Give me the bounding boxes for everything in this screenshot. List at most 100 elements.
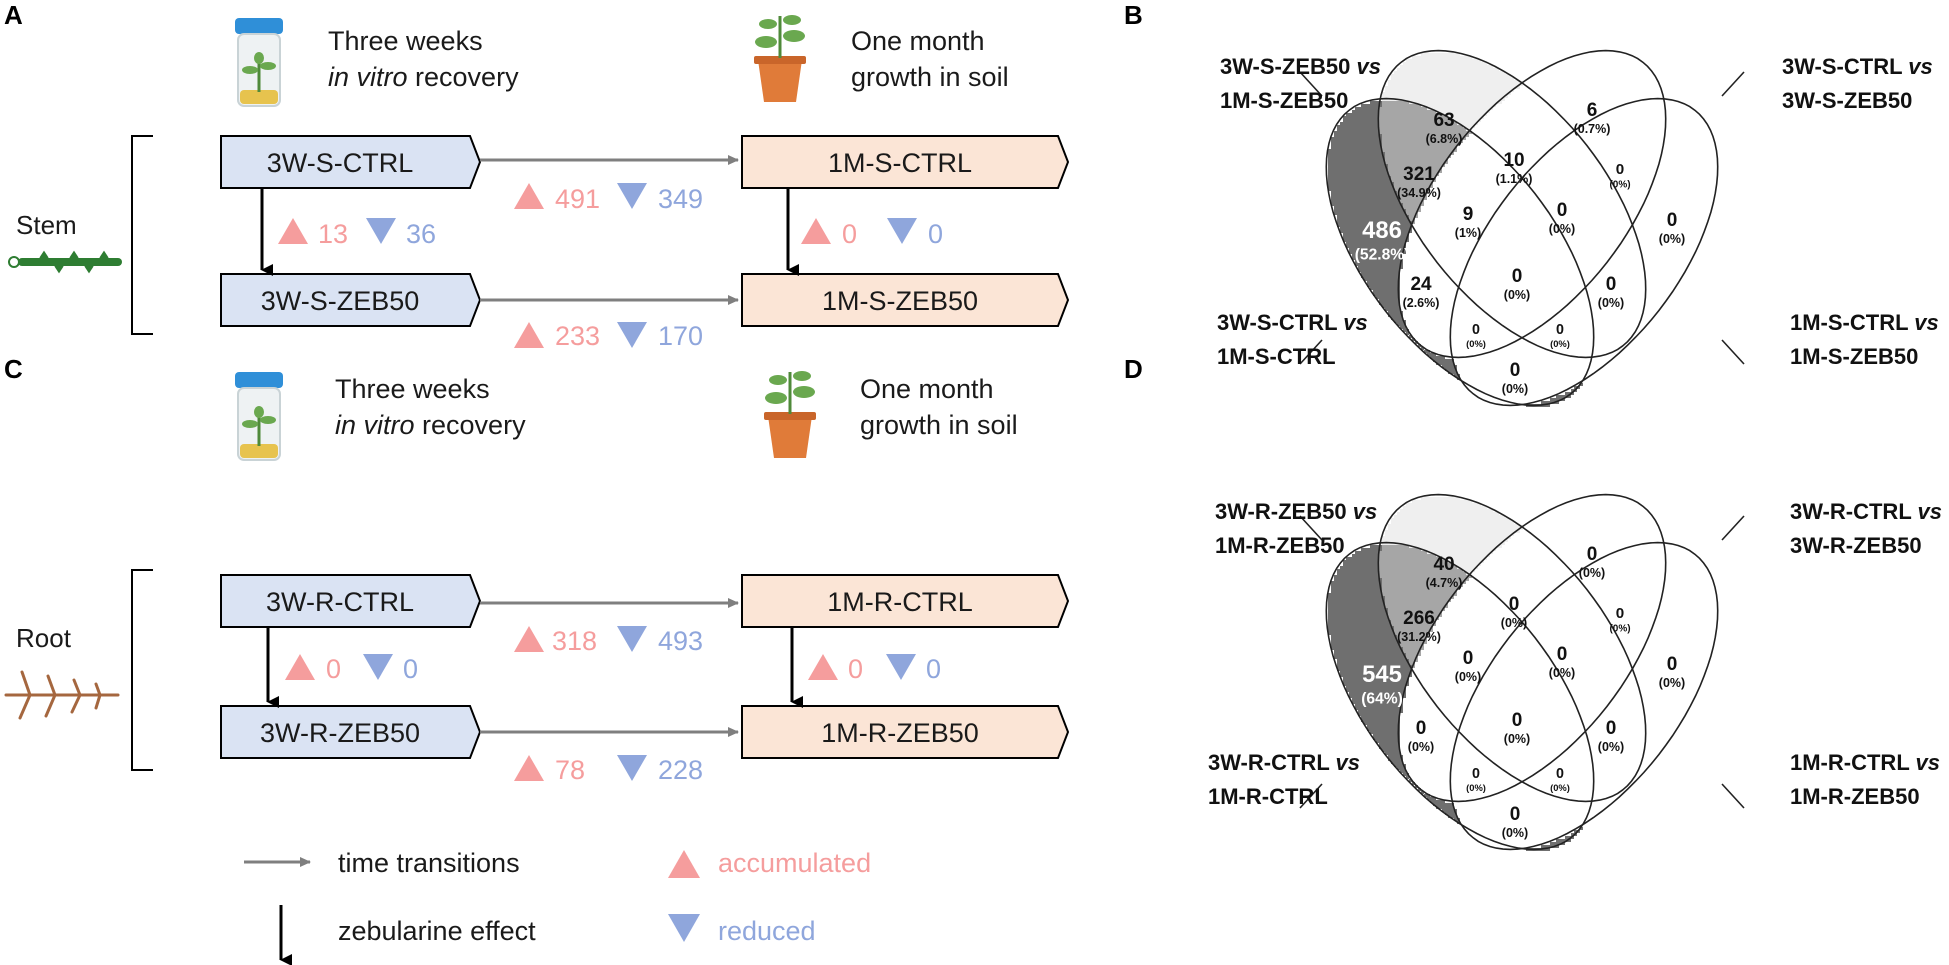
venn-percent-b: (4.7%) <box>1426 576 1463 590</box>
header-left-italic: in vitro <box>335 410 415 440</box>
venn-count-d: 0 <box>1667 654 1678 675</box>
up-triangle-icon <box>514 322 544 348</box>
venn-count-abc: 0 <box>1463 648 1474 669</box>
legend-zeb-label: zebularine effect <box>338 916 536 946</box>
down-triangle-icon <box>617 755 647 781</box>
box-top-right <box>741 574 1070 628</box>
legend: time transitions zebularine effect accum… <box>244 848 871 965</box>
venn-tick <box>1299 71 1323 97</box>
venn-percent-abcd: (0%) <box>1504 732 1530 746</box>
venn-percent-cd: (0%) <box>1609 180 1630 191</box>
set-label-tr: 3W-S-CTRL vs <box>1782 54 1933 79</box>
venn-percent-ab: (34.9%) <box>1397 186 1441 200</box>
venn-count-ab: 321 <box>1403 164 1435 185</box>
venn-percent-c: (0.7%) <box>1574 122 1611 136</box>
box-bottom-left-label: 3W-S-ZEB50 <box>261 286 420 316</box>
header-left-rest: recovery <box>415 410 527 440</box>
venn-count-a: 545 <box>1362 661 1402 688</box>
panel-letter-d: D <box>1124 354 1143 384</box>
venn-count-abcd: 0 <box>1512 266 1523 287</box>
header-left-line1: Three weeks <box>328 26 483 56</box>
venn-tick <box>1299 339 1323 365</box>
header-right-line2: growth in soil <box>860 410 1018 440</box>
venn-percent-ad: (2.6%) <box>1403 296 1440 310</box>
potted-plant-icon <box>764 371 816 458</box>
flow-diagram-root: Three weeks in vitro recovery One month … <box>4 371 1070 785</box>
count-bottom-up: 78 <box>555 755 585 785</box>
venn-count-acd: 0 <box>1556 322 1564 338</box>
venn-percent-bd: (0%) <box>1598 740 1624 754</box>
down-triangle-icon <box>366 218 396 244</box>
tissue-label: Root <box>16 623 72 653</box>
venn-percent-abcd: (0%) <box>1504 288 1530 302</box>
venn-percent-bcd: (0%) <box>1549 222 1575 236</box>
venn-ellipse-d <box>1449 97 1719 407</box>
venn-ellipse-outlines <box>1325 493 1719 851</box>
box-bottom-left <box>220 705 482 759</box>
venn-percent-a: (64%) <box>1361 690 1403 707</box>
up-triangle-icon <box>285 654 315 680</box>
header-left-italic: in vitro <box>328 62 408 92</box>
venn-count-ad: 24 <box>1410 274 1432 295</box>
count-top-up: 318 <box>552 626 597 656</box>
venn-percent-ad: (0%) <box>1408 740 1434 754</box>
legend-up-triangle-icon <box>668 850 700 878</box>
venn-count-b: 40 <box>1433 554 1454 575</box>
bracket <box>131 135 153 335</box>
header-left-line1: Three weeks <box>335 374 490 404</box>
venn-tick <box>1721 71 1745 97</box>
count-right-down: 0 <box>926 654 941 684</box>
venn-count-bc: 10 <box>1503 150 1524 171</box>
venn-region-a-exclusive <box>1328 545 1583 851</box>
set-label-br: 1M-S-CTRL vs <box>1790 310 1939 335</box>
down-triangle-icon <box>887 218 917 244</box>
set-label-bl: 3W-R-CTRL vs <box>1208 750 1360 775</box>
set-label-br-2: 1M-R-ZEB50 <box>1790 784 1920 809</box>
legend-down-triangle-icon <box>668 914 700 942</box>
venn-ellipse-a <box>1325 541 1595 851</box>
set-label-bl-2: 1M-R-CTRL <box>1208 784 1328 809</box>
venn-ellipse-c <box>1397 493 1667 803</box>
box-bottom-left-label: 3W-R-ZEB50 <box>260 718 420 748</box>
venn-count-c: 0 <box>1587 544 1598 565</box>
venn-percent-abd: (0%) <box>1466 782 1486 793</box>
set-label-tr-2: 3W-S-ZEB50 <box>1782 88 1912 113</box>
venn-percent-acd: (0%) <box>1550 782 1570 793</box>
count-left-up: 0 <box>326 654 341 684</box>
set-label-br: 1M-R-CTRL vs <box>1790 750 1940 775</box>
box-bottom-right-label: 1M-R-ZEB50 <box>821 718 979 748</box>
down-triangle-icon <box>363 654 393 680</box>
header-left-rest: recovery <box>408 62 520 92</box>
venn-percent-cd: (0%) <box>1609 624 1630 635</box>
venn-percent-bcd: (0%) <box>1549 666 1575 680</box>
venn-count-acd: 0 <box>1556 766 1564 782</box>
down-triangle-icon <box>617 322 647 348</box>
venn-diagram-stem: 486(52.8%)63(6.8%)6(0.7%)0(0%)321(34.9%)… <box>1299 49 1745 407</box>
venn-percent-ac: (0%) <box>1502 826 1528 840</box>
header-left-line2: in vitro recovery <box>328 62 519 92</box>
root-icon <box>4 670 120 720</box>
count-left-down: 0 <box>403 654 418 684</box>
set-label-bl: 3W-S-CTRL vs <box>1217 310 1368 335</box>
venn-percent-ab: (31.2%) <box>1397 630 1441 644</box>
count-right-up: 0 <box>848 654 863 684</box>
venn-region-ab-overlap <box>1379 101 1472 224</box>
header-right-line1: One month <box>860 374 994 404</box>
venn-percent-abc: (1%) <box>1455 226 1481 240</box>
set-label-tl: 3W-R-ZEB50 vs <box>1215 499 1377 524</box>
venn-diagram-root: 545(64%)40(4.7%)0(0%)0(0%)266(31.2%)0(0%… <box>1299 493 1745 851</box>
set-label-tr-2: 3W-R-ZEB50 <box>1790 533 1922 558</box>
panel-letter-b: B <box>1124 0 1143 30</box>
venn-count-ac: 0 <box>1510 804 1521 825</box>
venn-percent-a: (52.8%) <box>1355 246 1410 263</box>
box-top-left <box>220 574 482 628</box>
venn-count-abc: 9 <box>1463 204 1474 225</box>
venn-count-b: 63 <box>1433 110 1454 131</box>
venn-percent-acd: (0%) <box>1550 338 1570 349</box>
header-right-line1: One month <box>851 26 985 56</box>
venn-tick-lines <box>1299 71 1745 365</box>
count-bottom-down: 228 <box>658 755 703 785</box>
venn-d-set-labels: 3W-R-ZEB50 vs 1M-R-ZEB50 3W-R-CTRL vs 3W… <box>1208 499 1942 809</box>
bracket <box>131 569 153 771</box>
